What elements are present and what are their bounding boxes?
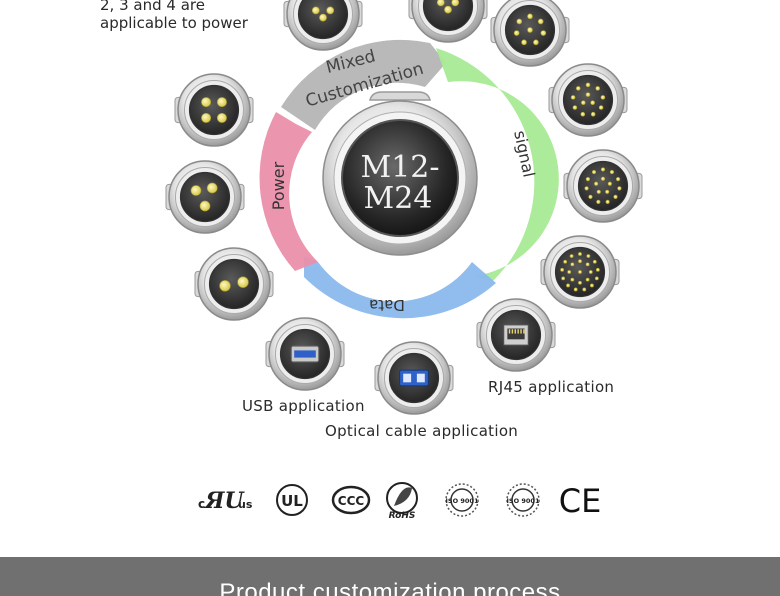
ul-icon: UL: [276, 484, 308, 516]
usb-label: USB application: [242, 397, 365, 415]
optical-label: Optical cable application: [325, 422, 519, 440]
section-title: Product customization process: [219, 579, 561, 596]
power-note: 2, 3 and 4 are applicable to power: [100, 0, 248, 32]
svg-text:CCC: CCC: [338, 494, 365, 508]
rj45-label: RJ45 application: [488, 378, 615, 396]
rj45-connector-icon: [476, 298, 556, 372]
optical-connector-icon: [374, 341, 454, 415]
ccc-icon: CCC: [331, 485, 371, 515]
power-4-pin-connector-icon: [174, 73, 254, 147]
data-label: Data: [369, 296, 405, 314]
iso-9001-icon-2: ISO 9001: [506, 483, 540, 517]
svg-text:RoHS: RoHS: [389, 511, 416, 521]
section-header-band: Product customization process: [0, 557, 780, 596]
connector-8-pin-icon: [490, 0, 570, 67]
svg-text:c: c: [198, 497, 205, 511]
svg-text:ISO 9001: ISO 9001: [446, 497, 479, 505]
connector-16-pin-icon: [563, 149, 643, 223]
power-note-line-2: applicable to power: [100, 14, 248, 32]
customization-ring: [259, 39, 559, 319]
svg-text:ISO 9001: ISO 9001: [507, 497, 540, 505]
power-2-pin-connector-icon: [194, 247, 274, 321]
power-note-line-1: 2, 3 and 4 are: [100, 0, 205, 14]
signal-segment: [436, 48, 559, 281]
connector-12-pin-icon: [548, 63, 628, 137]
center-label-1: M12-: [360, 150, 439, 185]
power-segment: [259, 112, 318, 271]
svg-text:UL: UL: [281, 492, 303, 510]
svg-text:ЯU: ЯU: [203, 488, 245, 514]
usb-connector-icon: [265, 317, 345, 391]
center-label-2: M24: [364, 181, 433, 216]
svg-text:CE: CE: [559, 482, 602, 520]
mixed-segment: [281, 39, 446, 130]
connector-24-pin-icon: [540, 235, 620, 309]
power-3-pin-connector-icon: [165, 160, 245, 234]
rohs-icon: RoHS: [386, 482, 418, 521]
connector-top-left-icon: [283, 0, 363, 51]
data-segment: [304, 256, 496, 319]
ul-recognized-icon: c ЯU us: [198, 488, 253, 514]
connector-top-icon: [408, 0, 488, 43]
iso-9001-icon-1: ISO 9001: [445, 483, 479, 517]
power-label: Power: [269, 161, 288, 210]
ul-us-text: us: [238, 498, 253, 511]
ce-icon: CE: [559, 482, 602, 520]
certification-logos: c ЯU us UL CCC RoHS ISO 9001 ISO 9001: [198, 482, 602, 521]
center-connector: M12- M24: [322, 91, 478, 256]
connector-diagram: Mixed Customization signal Data Power M1…: [165, 0, 643, 415]
